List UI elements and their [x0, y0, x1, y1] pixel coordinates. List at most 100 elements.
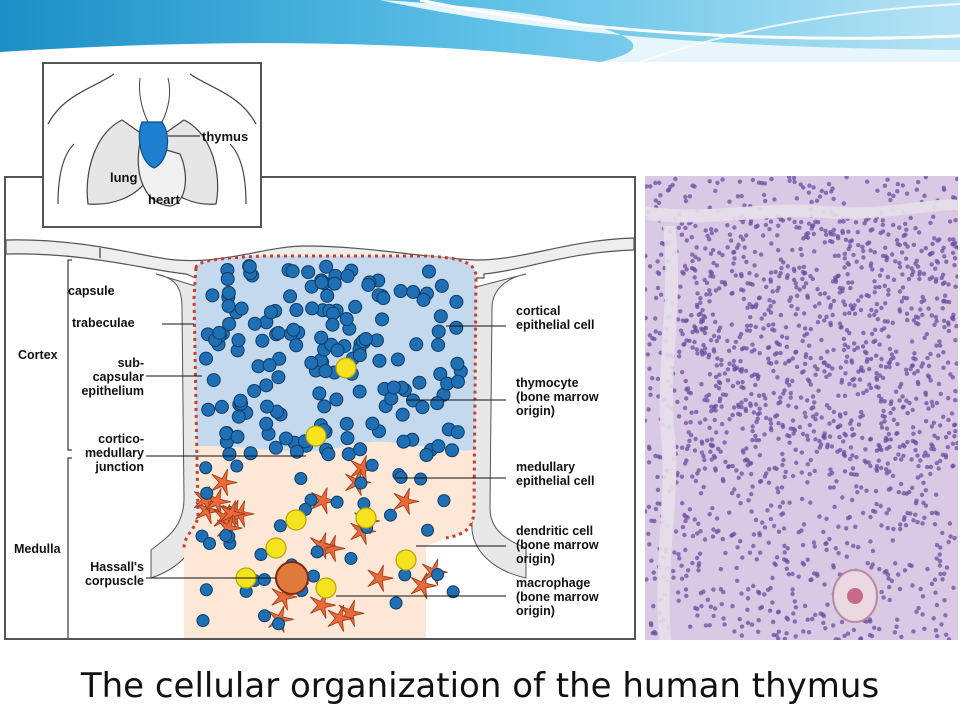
thymocyte-cell — [199, 583, 213, 597]
label-cortical-epithelial-cell: cortical epithelial cell — [516, 304, 595, 332]
thymocyte-cell — [206, 373, 221, 388]
thymocyte-cell — [375, 312, 390, 327]
thymocyte-cell — [431, 337, 446, 352]
thymocyte-cell — [390, 352, 405, 367]
macrophage-cell — [355, 507, 377, 529]
thymocyte-cell — [258, 609, 272, 623]
thymocyte-cell — [348, 299, 363, 314]
hassalls-corpuscle — [275, 561, 309, 595]
dendritic-cell — [393, 487, 420, 515]
thymocyte-cell — [372, 353, 387, 368]
thymocyte-cell — [421, 264, 436, 279]
thymocyte-cell — [221, 285, 236, 300]
thymocyte-cell — [319, 259, 334, 274]
thymocyte-cell — [200, 486, 214, 500]
thymocyte-cell — [214, 399, 229, 414]
thymocyte-cell — [376, 291, 391, 306]
thymocyte-cell — [201, 402, 216, 417]
thymocyte-cell — [353, 442, 368, 457]
torso-illustration: thymus lung heart — [47, 73, 257, 207]
thymocyte-cell — [199, 351, 214, 366]
thymocyte-cell — [395, 407, 410, 422]
thymocyte-cell — [205, 288, 220, 303]
thymocyte-cell — [289, 303, 304, 318]
thymocyte-cell — [340, 268, 355, 283]
dendritic-cell — [205, 488, 231, 516]
thymocyte-cell — [393, 284, 408, 299]
thymocyte-cell — [260, 399, 275, 414]
thymocyte-cell — [220, 271, 235, 286]
dendritic-cell — [327, 604, 354, 632]
thymocyte-cell — [233, 393, 248, 408]
inset-label-thymus: thymus — [202, 129, 248, 144]
thymocyte-cell — [383, 508, 397, 522]
thymocyte-cell — [325, 317, 340, 332]
thymocyte-cell — [271, 326, 286, 341]
thymocyte-cell — [203, 537, 217, 551]
thymocyte-cell — [437, 494, 451, 508]
thymocyte-cell — [330, 495, 344, 509]
thymocyte-cell — [352, 348, 367, 363]
thymocyte-cell — [257, 573, 271, 587]
thymocyte-cell — [412, 375, 427, 390]
thymus-shape — [138, 121, 169, 169]
slide-caption: The cellular organization of the human t… — [80, 666, 880, 706]
label-thymocyte: thymocyte (bone marrow origin) — [516, 376, 599, 418]
thymocyte-cell — [445, 443, 460, 458]
label-subcapsular-epithelium: sub- capsular epithelium — [81, 356, 144, 398]
thymocyte-cell — [221, 298, 236, 313]
thymocyte-cell — [304, 355, 319, 370]
thymocyte-cell — [289, 444, 304, 459]
thymocyte-cell — [421, 523, 435, 537]
dendritic-cell — [219, 500, 246, 528]
dendritic-cell — [367, 564, 394, 592]
label-hassalls-corpuscle: Hassall's corpuscle — [84, 560, 144, 588]
thymocyte-cell — [352, 384, 367, 399]
macrophage-cell — [335, 357, 357, 379]
thymocyte-cell — [305, 301, 320, 316]
thymocyte-cell — [433, 366, 448, 381]
lung-left-shape — [86, 119, 145, 205]
macrophage-cell — [305, 425, 327, 447]
thymocyte-cell — [449, 320, 464, 335]
thymocyte-cell — [314, 275, 329, 290]
thymocyte-cell — [394, 470, 408, 484]
thymocyte-cell — [314, 330, 329, 345]
thymocyte-cell — [389, 596, 403, 610]
thymocyte-cell — [414, 472, 428, 486]
thymocyte-cell — [430, 396, 445, 411]
thymocyte-cell — [339, 416, 354, 431]
thymocyte-cell — [406, 284, 421, 299]
thymocyte-cell — [301, 265, 316, 280]
thymocyte-cell — [272, 617, 286, 631]
thymocyte-cell — [339, 312, 354, 327]
thymocyte-cell — [396, 434, 411, 449]
thymocyte-cell — [434, 278, 449, 293]
label-corticomedullary-junction: cortico- medullary junction — [84, 432, 144, 474]
header-banner — [0, 0, 960, 62]
thymocyte-cell — [361, 277, 376, 292]
thymocyte-cell — [306, 569, 320, 583]
thymocyte-cell — [321, 447, 336, 462]
thymocyte-cell — [317, 399, 332, 414]
thymocyte-cell — [449, 294, 464, 309]
torso-inset: thymus lung heart — [42, 62, 262, 228]
thymocyte-cell — [289, 338, 304, 353]
label-macrophage: macrophage (bone marrow origin) — [516, 576, 599, 618]
label-medullary-epithelial-cell: medullary epithelial cell — [516, 460, 595, 488]
thymocyte-cell — [279, 431, 294, 446]
thymocyte-cell — [222, 447, 237, 462]
thymocyte-cell — [358, 332, 373, 347]
thymocyte-cell — [365, 416, 380, 431]
thymocyte-cell — [431, 439, 446, 454]
inset-label-lung: lung — [110, 170, 137, 185]
thymocyte-cell — [255, 333, 270, 348]
dendritic-cell — [350, 455, 377, 483]
dendritic-cell — [311, 487, 337, 515]
thymocyte-cell — [310, 545, 324, 559]
thymocyte-cell — [231, 333, 246, 348]
thymocyte-cell — [431, 324, 446, 339]
thymocyte-cell — [243, 446, 258, 461]
thymocyte-cell — [271, 370, 286, 385]
macrophage-cell — [315, 577, 337, 599]
